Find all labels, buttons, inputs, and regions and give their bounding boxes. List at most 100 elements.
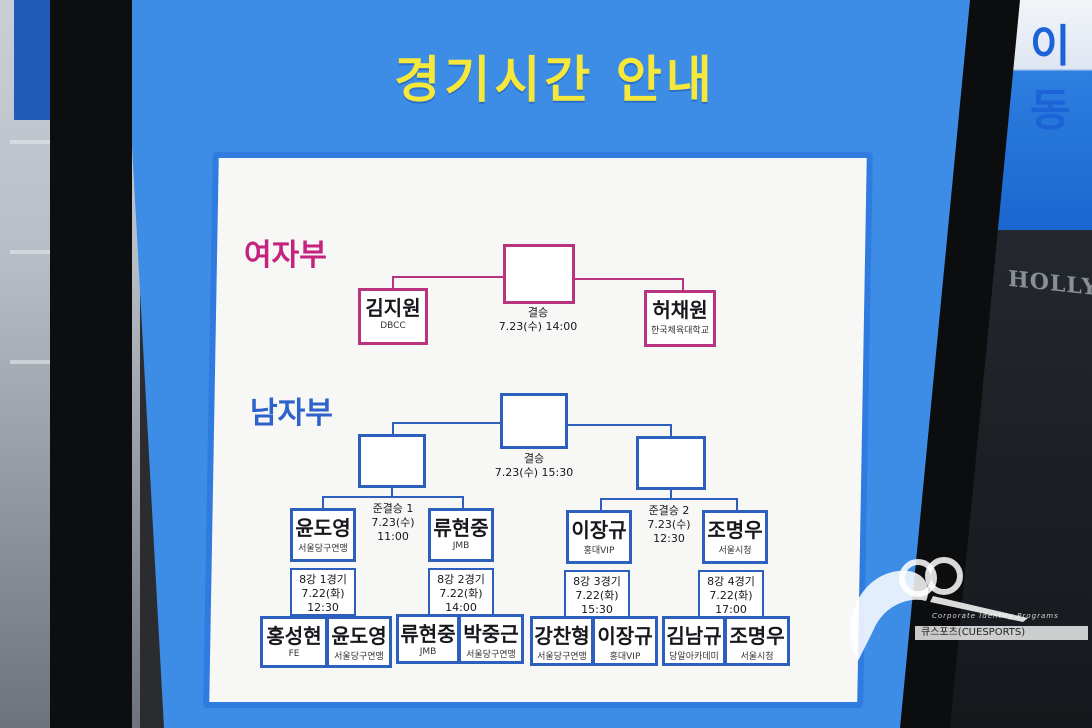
bracket-line [462,496,464,510]
quarter-match-box: 8강 1경기 7.22(화) 12:30 [290,568,356,616]
player-name: 김남규 [666,624,722,648]
player-org: 서울당구연맹 [334,652,384,662]
background-banner-text: 이동 [1030,21,1071,136]
men-final-label: 결승 [523,452,545,465]
bracket-line [322,496,464,498]
quarter-date: 7.22(화) [439,587,483,600]
quarter-match-box: 8강 2경기 7.22(화) 14:00 [428,568,494,616]
quarter-match-box: 8강 3경기 7.22(화) 15:30 [564,570,630,618]
bracket-line [574,278,684,280]
player-name: 강찬형 [534,624,590,648]
quarter-label: 8강 2경기 [437,573,485,586]
watermark-small-text: Corporate Identity Programs [932,612,1059,620]
watermark-label: 큐스포츠(CUESPORTS) [915,626,1088,640]
quarter-time: 17:00 [715,603,747,616]
semi1-winner-box [358,434,426,488]
semi1-date: 7.23(수) [371,516,415,529]
bracket-line [566,424,672,426]
quarter-date: 7.22(화) [709,589,753,602]
player-org: JMB [419,647,437,657]
bracket-line [682,278,684,292]
player-name: 조명우 [707,518,763,542]
bracket-line [392,422,394,436]
player-box: 김남규 당알아카데미 [662,616,726,666]
player-org: 홍대VIP [609,652,641,662]
men-final-time: 7.23(수) 15:30 [494,466,574,479]
player-name: 류현중 [400,622,456,646]
player-box: 류현중 JMB [428,508,494,562]
bracket-line [600,498,738,500]
player-org: 서울시청 [740,652,774,662]
player-box: 류현중 JMB [396,614,460,664]
player-name: 조명우 [729,624,785,648]
quarter-time: 12:30 [307,601,339,614]
cuesports-watermark-logo [850,557,1028,661]
women-final-info: 결승 7.23(수) 14:00 [488,306,588,334]
player-name: 홍성현 [266,624,322,648]
women-section-title: 여자부 [244,238,327,273]
bracket-line [322,496,324,510]
player-box: 윤도영 서울당구연맹 [326,616,392,668]
frame-post-left [50,0,132,728]
bracket-line [670,490,672,499]
board-title: 경기시간 안내 [394,51,716,109]
player-org: 당알아카데미 [669,652,719,662]
semi2-winner-box [636,436,706,490]
player-org: 서울당구연맹 [537,652,587,662]
quarter-match-box: 8강 4경기 7.22(화) 17:00 [698,570,764,618]
quarter-label: 8강 4경기 [707,575,755,588]
player-org: JMB [452,541,470,551]
player-box: 강찬형 서울당구연맹 [530,616,594,666]
bracket-line [392,276,504,278]
bracket-line [392,422,502,424]
player-org: 한국체육대학교 [651,326,709,336]
player-box: 허채원 한국체육대학교 [644,290,716,347]
women-winner-box [503,244,575,304]
player-box: 조명우 서울시청 [724,616,790,666]
quarter-time: 15:30 [581,603,613,616]
player-box: 홍성현 FE [260,616,328,668]
semi2-label: 준결승 2 [648,504,690,517]
women-final-label: 결승 [527,306,549,319]
player-name: 윤도영 [331,624,387,648]
semi2-info: 준결승 2 7.23(수) 12:30 [636,504,702,546]
player-name: 윤도영 [295,516,351,540]
player-name: 이장규 [571,518,627,542]
player-org: 서울시청 [718,546,752,556]
player-org: DBCC [380,321,406,331]
quarter-label: 8강 3경기 [573,575,621,588]
bracket-line [392,276,394,290]
men-final-info: 결승 7.23(수) 15:30 [484,452,584,480]
player-box: 이장규 홍대VIP [566,510,632,564]
player-org: 홍대VIP [583,546,615,556]
semi1-info: 준결승 1 7.23(수) 11:00 [360,502,426,544]
player-name: 김지원 [365,296,421,320]
semi2-time: 12:30 [653,532,685,545]
player-org: 서울당구연맹 [466,650,516,660]
quarter-date: 7.22(화) [575,589,619,602]
bracket-line [670,424,672,438]
player-box: 조명우 서울시청 [702,510,768,564]
women-final-time: 7.23(수) 14:00 [498,320,578,333]
player-org: FE [288,649,300,659]
player-name: 허채원 [652,298,708,322]
bracket-line [600,498,602,512]
semi2-date: 7.23(수) [647,518,691,531]
player-name: 박중근 [463,622,519,646]
semi1-time: 11:00 [377,530,409,543]
player-box: 이장규 홍대VIP [592,616,658,666]
player-box: 박중근 서울당구연맹 [458,614,524,664]
player-name: 이장규 [597,624,653,648]
quarter-date: 7.22(화) [301,587,345,600]
bracket-line [391,488,393,497]
player-box: 김지원 DBCC [358,288,428,345]
men-winner-box [500,393,568,449]
quarter-time: 14:00 [445,601,477,614]
semi1-label: 준결승 1 [372,502,414,515]
player-name: 류현중 [433,516,489,540]
player-org: 서울당구연맹 [298,544,348,554]
quarter-label: 8강 1경기 [299,573,347,586]
bracket-line [736,498,738,512]
player-box: 윤도영 서울당구연맹 [290,508,356,562]
men-section-title: 남자부 [250,396,333,431]
